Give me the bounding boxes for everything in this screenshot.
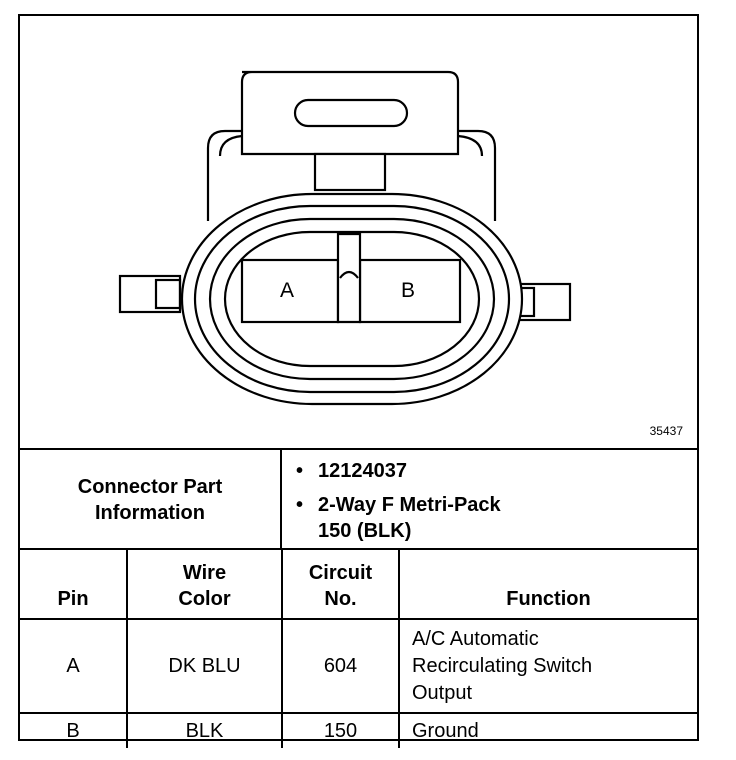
tab-slot [293, 98, 409, 128]
connector-info-section: Connector Part Information • 12124037 • … [20, 448, 697, 550]
table-row: A DK BLU 604 A/C Automatic Recirculating… [20, 618, 697, 714]
header-function: Function [398, 548, 697, 620]
header-pin: Pin [20, 548, 128, 620]
divider-key [339, 270, 359, 279]
connector-drawing [118, 70, 572, 406]
cell-wire-color: DK BLU [126, 618, 283, 714]
cavity-label-b: B [401, 279, 416, 302]
connector-info-label: Connector Part Information [20, 450, 282, 550]
cell-wire-color: BLK [126, 712, 283, 748]
cell-function: Ground [398, 712, 697, 748]
description-line2: 150 (BLK) [318, 520, 412, 542]
cell-pin: B [20, 712, 128, 748]
oval-2 [193, 204, 511, 394]
figure-number: 35437 [649, 424, 683, 438]
description-item: • 2-Way F Metri-Pack [296, 492, 501, 518]
bullet-icon: • [296, 460, 304, 482]
bullet-icon: • [296, 494, 304, 516]
connector-diagram: A B 35437 [20, 16, 697, 448]
connector-figure: A B 35437 Connector Part Information • 1… [18, 14, 699, 748]
connector-shoulder [206, 129, 497, 221]
inner-oval [223, 230, 481, 368]
left-latch-step [154, 278, 182, 310]
cell-circuit: 604 [281, 618, 400, 714]
left-latch [118, 274, 182, 314]
cell-function: A/C Automatic Recirculating Switch Outpu… [398, 618, 697, 714]
connector-info-values: • 12124037 • 2-Way F Metri-Pack 150 (BLK… [296, 458, 501, 544]
shoulder-inner [218, 134, 484, 157]
cell-circuit: 150 [281, 712, 400, 748]
locking-tab [240, 70, 460, 156]
part-number-item: • 12124037 [296, 458, 501, 484]
cell-pin: A [20, 618, 128, 714]
center-divider [336, 232, 362, 324]
oval-3 [208, 217, 496, 381]
cavity-label-a: A [280, 279, 295, 302]
info-label-line1: Connector Part [77, 476, 223, 498]
tab-stem [313, 152, 387, 192]
table-row: B BLK 150 Ground [20, 712, 697, 748]
description-line1: 2-Way F Metri-Pack [318, 494, 501, 516]
info-label-line2: Information [95, 502, 205, 524]
part-number: 12124037 [318, 460, 407, 482]
